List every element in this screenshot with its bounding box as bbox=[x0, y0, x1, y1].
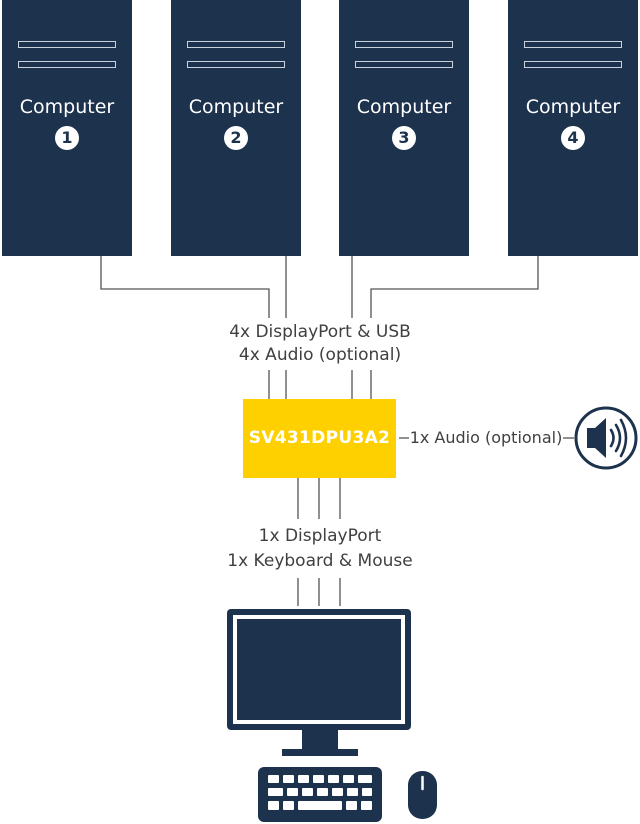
mouse-icon bbox=[408, 771, 437, 819]
outputs-label-line2: 1x Keyboard & Mouse bbox=[227, 551, 413, 571]
computer-number-badge: 3 bbox=[392, 126, 416, 150]
computer-number-badge: 2 bbox=[224, 126, 248, 150]
computer-4: Computer 4 bbox=[508, 0, 638, 256]
keyboard-icon bbox=[258, 767, 382, 822]
drive-bay bbox=[18, 41, 116, 48]
inputs-label-line2: 4x Audio (optional) bbox=[238, 345, 402, 365]
kvm-switch: SV431DPU3A2 bbox=[243, 399, 396, 478]
drive-bay bbox=[355, 61, 453, 68]
inputs-label-line1: 4x DisplayPort & USB bbox=[229, 322, 411, 342]
computer-number-badge: 1 bbox=[55, 126, 79, 150]
cable-computer-1 bbox=[100, 256, 270, 318]
computer-2: Computer 2 bbox=[171, 0, 301, 256]
computer-label: Computer bbox=[356, 96, 452, 118]
input-cables bbox=[100, 256, 539, 399]
drive-bay bbox=[524, 41, 622, 48]
computer-number-badge: 4 bbox=[561, 126, 585, 150]
drive-bay bbox=[187, 41, 285, 48]
audio-label: 1x Audio (optional) bbox=[409, 428, 563, 447]
speaker-icon bbox=[574, 406, 638, 470]
computer-label: Computer bbox=[19, 96, 115, 118]
computer-label: Computer bbox=[188, 96, 284, 118]
computer-1: Computer 1 bbox=[2, 0, 132, 256]
drive-bay bbox=[18, 61, 116, 68]
drive-bay bbox=[524, 61, 622, 68]
drive-bay bbox=[187, 61, 285, 68]
computer-3: Computer 3 bbox=[339, 0, 469, 256]
monitor-icon bbox=[227, 609, 411, 756]
computer-label: Computer bbox=[525, 96, 621, 118]
output-cables bbox=[297, 437, 574, 606]
cable-computer-4 bbox=[370, 256, 539, 318]
outputs-label-line1: 1x DisplayPort bbox=[258, 526, 382, 546]
drive-bay bbox=[355, 41, 453, 48]
